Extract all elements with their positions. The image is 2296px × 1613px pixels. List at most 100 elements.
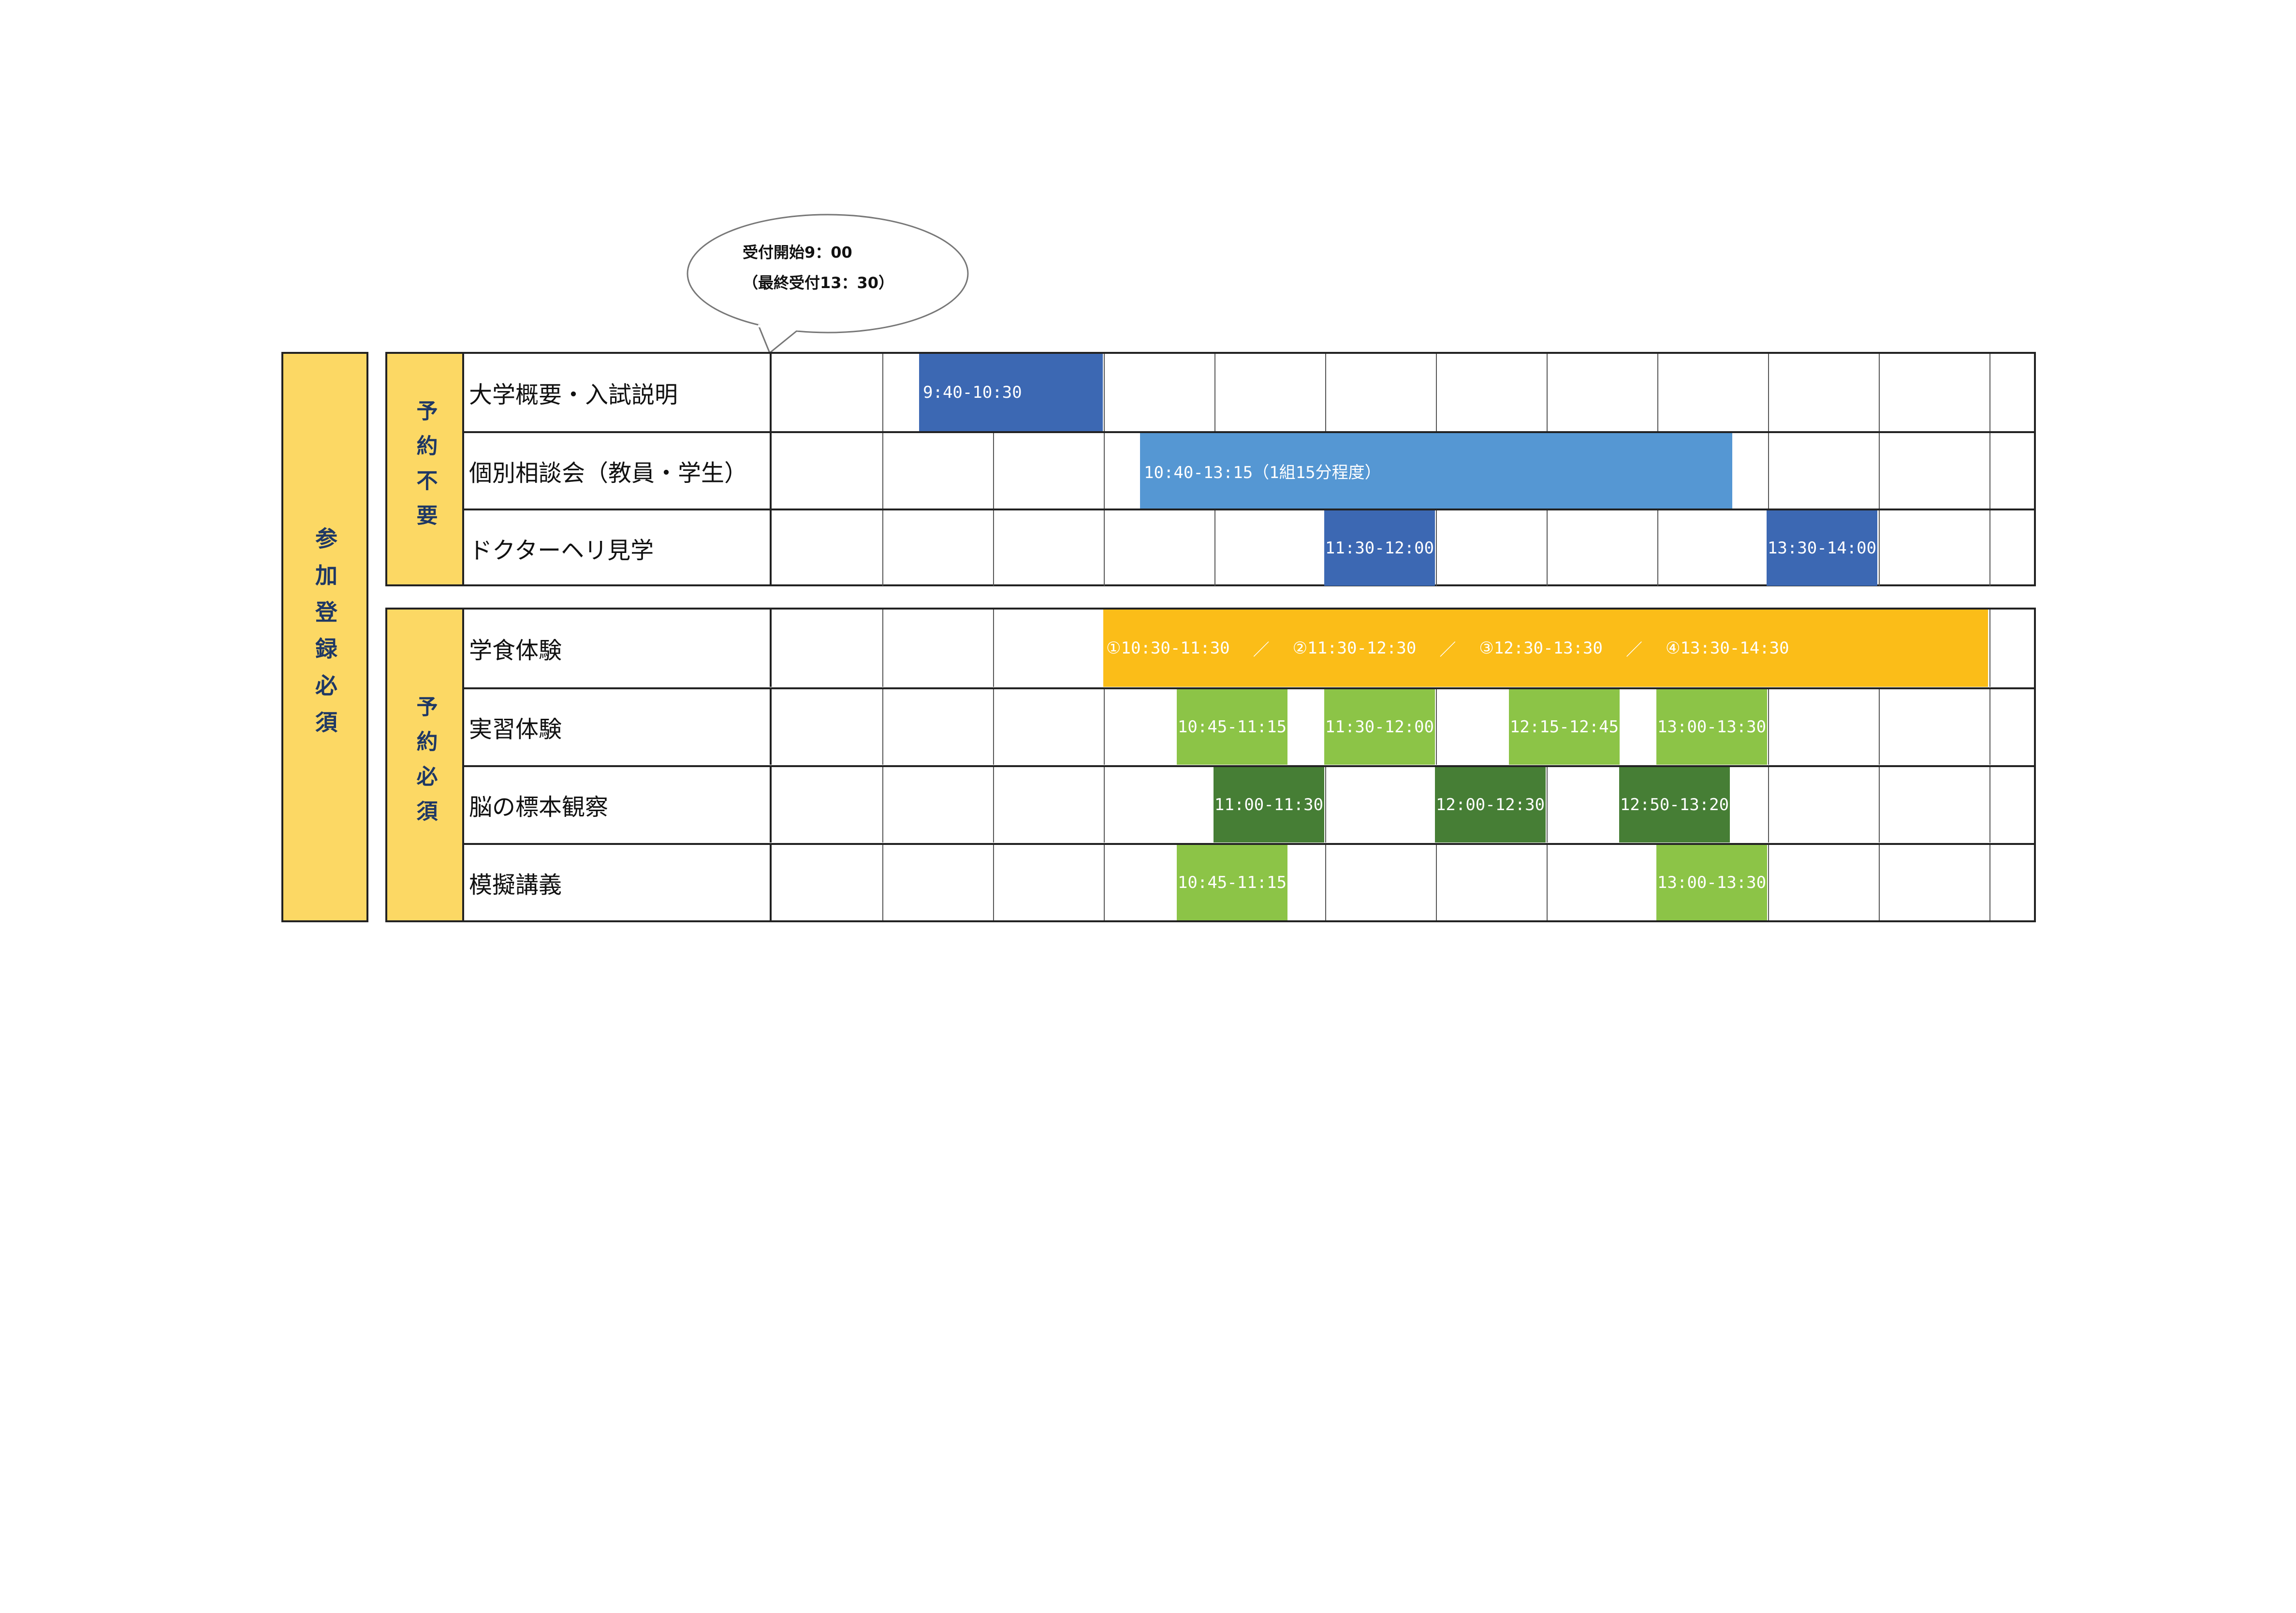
slot-separator: ／ xyxy=(1625,640,1642,660)
callout-bubble xyxy=(687,214,969,354)
time-slot: 13:00-13:30 xyxy=(1656,845,1767,920)
grid-line xyxy=(1879,689,1880,765)
grid-line xyxy=(1989,610,1990,687)
grid-line xyxy=(1768,845,1769,920)
schedule-row: 個別相談会（教員・学生） 10:40-13:15（1組15分程度） xyxy=(464,431,2034,509)
grid-line xyxy=(882,433,883,509)
group-label-reservation-required: 予約必須 xyxy=(387,610,464,920)
grid-line xyxy=(1325,767,1326,843)
schedule-row: ドクターヘリ見学 11:30-12:00 13:30-14:00 xyxy=(464,509,2034,586)
slot-time-text: 12:00-12:30 xyxy=(1435,795,1545,814)
slot-time-text: 9:40-10:30 xyxy=(923,383,1022,402)
reception-start-text: 受付開始9：00 xyxy=(743,243,852,262)
slot-time-text: ②11:30-12:30 xyxy=(1292,639,1417,658)
grid-line xyxy=(882,767,883,843)
registration-required-label: 参加登録必須 xyxy=(281,352,368,922)
slot-separator: ／ xyxy=(1253,640,1270,660)
grid-line xyxy=(1879,767,1880,843)
time-slot: 11:00-11:30 xyxy=(1214,767,1324,843)
slot-time-text: 10:40-13:15（1組15分程度） xyxy=(1144,463,1381,482)
grid-line xyxy=(1104,510,1105,586)
reservation-required-table: 予約必須 学食体験 ①10:30-11:30 ／ ②11:30-12:30 ／ ③12:… xyxy=(385,608,2036,922)
last-reception-text: （最終受付13：30） xyxy=(743,274,894,292)
group-label-text: 予約不要 xyxy=(412,399,438,539)
grid-line xyxy=(1768,354,1769,431)
grid-line xyxy=(1436,510,1437,586)
grid-line xyxy=(993,845,994,920)
grid-line xyxy=(1989,510,1990,586)
time-slot: 13:00-13:30 xyxy=(1656,689,1767,765)
grid-line xyxy=(1325,354,1326,431)
event-name: 大学概要・入試説明 xyxy=(464,354,772,431)
slot-time-text: 12:15-12:45 xyxy=(1509,717,1619,737)
slot-time-text: 13:00-13:30 xyxy=(1657,717,1767,737)
timeline-grid: ①10:30-11:30／②11:30-12:30／③12:30-13:30／④… xyxy=(772,610,2034,687)
grid-line xyxy=(882,354,883,431)
grid-line xyxy=(1879,845,1880,920)
group-label-text: 予約必須 xyxy=(412,695,438,835)
slot-time-text: 12:50-13:20 xyxy=(1620,795,1729,814)
grid-line xyxy=(1879,354,1880,431)
grid-line xyxy=(1768,433,1769,509)
grid-line xyxy=(1989,689,1990,765)
slot-time-text: ①10:30-11:30 xyxy=(1106,639,1230,658)
time-slot: 10:45-11:15 xyxy=(1177,845,1287,920)
time-slot: 11:30-12:00 xyxy=(1324,510,1435,586)
slot-time-text: 10:45-11:15 xyxy=(1177,717,1287,737)
grid-line xyxy=(993,767,994,843)
slot-time-text: 11:30-12:00 xyxy=(1325,717,1434,737)
grid-line xyxy=(1879,510,1880,586)
event-name: 実習体験 xyxy=(464,689,772,765)
grid-line xyxy=(1104,433,1105,509)
grid-line xyxy=(1989,433,1990,509)
event-name: ドクターヘリ見学 xyxy=(464,510,772,586)
slot-time-text: ③12:30-13:30 xyxy=(1479,639,1603,658)
schedule-row: 学食体験 ①10:30-11:30 ／ ②11:30-12:30 ／ ③12:30-13… xyxy=(464,610,2034,687)
event-name: 個別相談会（教員・学生） xyxy=(464,433,772,509)
timeline-grid: 10:45-11:15 11:30-12:00 12:15-12:45 13:00-1… xyxy=(772,689,2034,765)
grid-line xyxy=(1547,354,1548,431)
timeline-grid: 10:40-13:15（1組15分程度） xyxy=(772,433,2034,509)
group-label-no-reservation: 予約不要 xyxy=(387,354,464,584)
time-slot: 9:40-10:30 xyxy=(919,354,1103,431)
time-slot: 13:30-14:00 xyxy=(1767,510,1877,586)
grid-line xyxy=(1989,767,1990,843)
slot-time-text: 13:30-14:00 xyxy=(1767,538,1877,558)
schedule-row: 大学概要・入試説明 9:40-10:30 xyxy=(464,354,2034,431)
grid-line xyxy=(1436,354,1437,431)
grid-line xyxy=(1989,845,1990,920)
timeline-grid: 11:00-11:30 12:00-12:30 12:50-13:20 xyxy=(772,767,2034,843)
grid-line xyxy=(1214,354,1215,431)
schedule-row: 実習体験 10:45-11:15 11:30-12:00 12:15-12:45 13… xyxy=(464,687,2034,765)
grid-line xyxy=(882,510,883,586)
grid-line xyxy=(993,433,994,509)
grid-line xyxy=(1214,510,1215,586)
grid-line xyxy=(882,610,883,687)
registration-required-text: 参加登録必須 xyxy=(312,527,338,747)
time-slot: ①10:30-11:30／②11:30-12:30／③12:30-13:30／④… xyxy=(1103,610,1988,687)
time-slot: 11:30-12:00 xyxy=(1324,689,1435,765)
slot-time-text: ④13:30-14:30 xyxy=(1665,639,1789,658)
grid-line xyxy=(882,845,883,920)
event-name: 脳の標本観察 xyxy=(464,767,772,843)
grid-line xyxy=(1104,845,1105,920)
timeline-grid: 11:30-12:00 13:30-14:00 xyxy=(772,510,2034,586)
timeline-grid: 9:40-10:30 xyxy=(772,354,2034,431)
grid-line xyxy=(1768,767,1769,843)
schedule-row: 脳の標本観察 11:00-11:30 12:00-12:30 12:50-13:20 xyxy=(464,765,2034,843)
grid-line xyxy=(1989,354,1990,431)
grid-line xyxy=(882,689,883,765)
event-name: 学食体験 xyxy=(464,610,772,687)
grid-line xyxy=(1547,510,1548,586)
slot-time-text: 11:30-12:00 xyxy=(1325,538,1434,558)
no-reservation-table: 予約不要 大学概要・入試説明 9:40-10:30 個別相談会（教員・学生） 1… xyxy=(385,352,2036,586)
grid-line xyxy=(993,610,994,687)
time-slot: 12:50-13:20 xyxy=(1619,767,1730,843)
slot-time-text: 10:45-11:15 xyxy=(1177,873,1287,892)
grid-line xyxy=(1768,689,1769,765)
timeline-grid: 10:45-11:15 13:00-13:30 xyxy=(772,845,2034,920)
grid-line xyxy=(1547,845,1548,920)
grid-line xyxy=(1547,767,1548,843)
grid-line xyxy=(1325,845,1326,920)
